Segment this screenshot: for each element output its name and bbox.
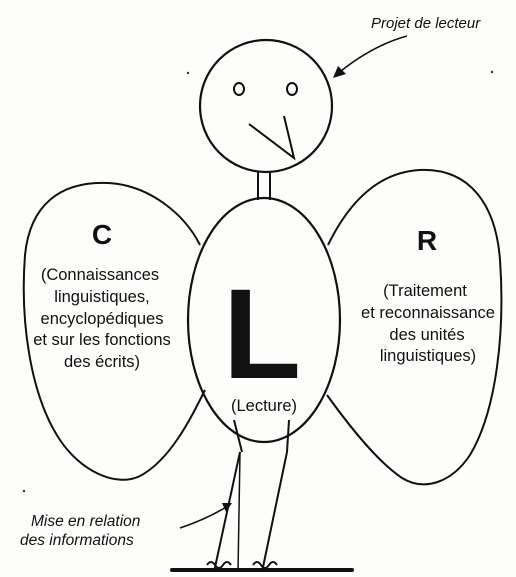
body-label: (Lecture)	[231, 397, 297, 415]
stray-dot	[491, 71, 493, 73]
project-arrow-line	[336, 36, 407, 75]
left-wing-line-3: encyclopédiques	[41, 310, 164, 328]
stray-dot	[187, 72, 189, 74]
left-eye-icon	[234, 83, 244, 95]
stray-dot	[23, 490, 25, 492]
left-foot-icon	[207, 562, 231, 568]
right-wing-letter: R	[417, 225, 437, 256]
right-wing-line-4: linguistiques)	[380, 347, 476, 365]
relation-arrow-line	[180, 506, 228, 528]
left-wing-line-2: linguistiques,	[54, 288, 149, 306]
right-leg-outer	[262, 452, 287, 572]
left-wing-letter: C	[92, 219, 112, 250]
head-shape	[200, 40, 332, 172]
legs-label-line-1: Mise en relation	[31, 513, 140, 530]
right-eye-icon	[287, 83, 297, 95]
reader-project-label: Projet de lecteur	[371, 15, 481, 32]
right-wing-line-2: et reconnaissance	[361, 304, 495, 322]
beak-icon	[249, 116, 294, 158]
body-letter: L	[223, 263, 301, 406]
right-wing-line-1: (Traitement	[383, 282, 467, 300]
left-wing-line-5: des écrits)	[64, 353, 140, 371]
legs-label-line-2: des informations	[20, 532, 134, 549]
left-wing-line-1: (Connaissances	[41, 266, 159, 284]
right-leg-top	[287, 420, 289, 452]
left-leg-inner	[238, 452, 240, 572]
right-foot-icon	[253, 562, 277, 568]
right-wing-line-3: des unités	[389, 326, 464, 344]
left-wing-line-4: et sur les fonctions	[33, 331, 171, 349]
